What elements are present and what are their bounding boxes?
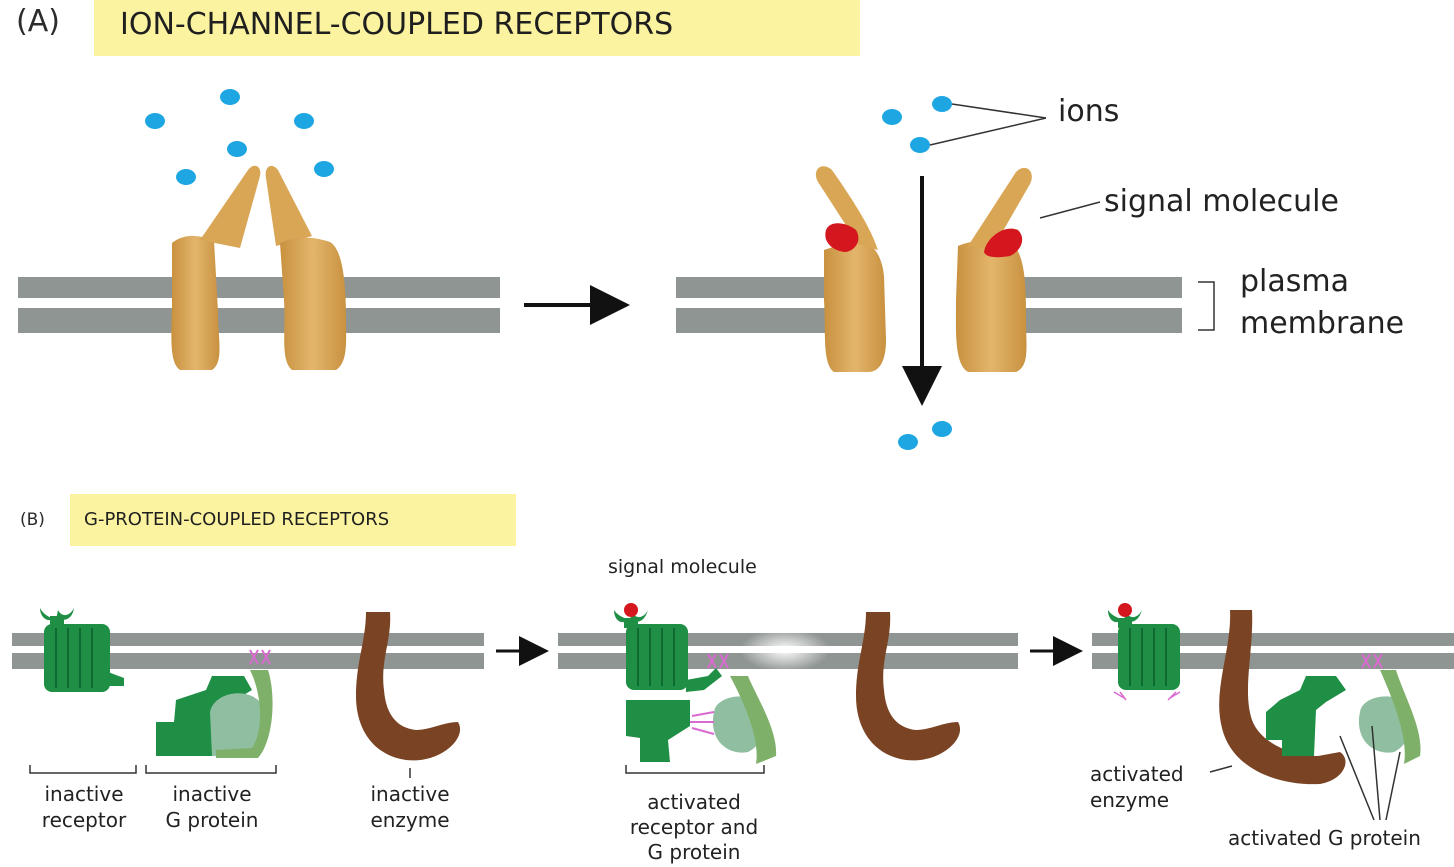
label-membrane: membrane (1240, 306, 1405, 341)
signal-molecule-bound (624, 603, 638, 617)
panel-b-title: G-PROTEIN-COUPLED RECEPTORS (70, 494, 516, 546)
inactive-g-protein (156, 649, 273, 758)
ions-moving (882, 96, 952, 450)
signal-molecules-bound (825, 223, 1023, 258)
label-inactive-receptor-2: receptor (41, 808, 127, 832)
label-inactive-enzyme-2: enzyme (370, 808, 450, 832)
plasma-membrane-closed (18, 277, 500, 333)
label-activated-enzyme-2: enzyme (1090, 788, 1170, 812)
closed-ion-channel (171, 165, 347, 370)
lipid-anchor-icon (1361, 653, 1383, 669)
label-activated-g-protein: activated G protein (1228, 826, 1421, 850)
label-inactive-g-protein-2: G protein (165, 808, 259, 832)
label-activated-receptor-2: receptor and (629, 815, 759, 839)
label-plasma: plasma (1240, 264, 1349, 299)
open-ion-channel (815, 166, 1032, 372)
panel-a-title: ION-CHANNEL-COUPLED RECEPTORS (94, 0, 860, 56)
receptor-stage-3 (1108, 603, 1181, 701)
label-inactive-g-protein-1: inactive (172, 782, 252, 806)
label-leaders-a (929, 103, 1215, 331)
plasma-membrane-open (676, 277, 1182, 333)
label-brackets-b (29, 725, 1401, 821)
label-activated-receptor-3: G protein (647, 840, 741, 864)
activated-enzyme (1219, 610, 1346, 785)
lipid-anchor-icon (249, 649, 271, 665)
enzyme-stage-2 (856, 612, 961, 761)
contact-marks-icon (690, 711, 715, 735)
label-ions: ions (1058, 94, 1120, 129)
ions-outside (145, 89, 334, 185)
label-inactive-enzyme-1: inactive (370, 782, 450, 806)
inactive-enzyme (356, 612, 461, 761)
label-signal-molecule-b: signal molecule (608, 556, 757, 578)
label-activated-receptor-1: activated (647, 790, 741, 814)
label-activated-enzyme-1: activated (1090, 762, 1184, 786)
label-signal-molecule-a: signal molecule (1104, 184, 1339, 219)
label-inactive-receptor-1: inactive (44, 782, 124, 806)
panel-b-letter: (B) (20, 510, 45, 530)
activated-g-protein (1266, 653, 1421, 764)
panel-a-letter: (A) (16, 4, 60, 39)
activated-receptor-and-g-protein (614, 603, 777, 764)
lipid-anchor-icon (707, 653, 729, 669)
inactive-receptor (40, 608, 124, 692)
